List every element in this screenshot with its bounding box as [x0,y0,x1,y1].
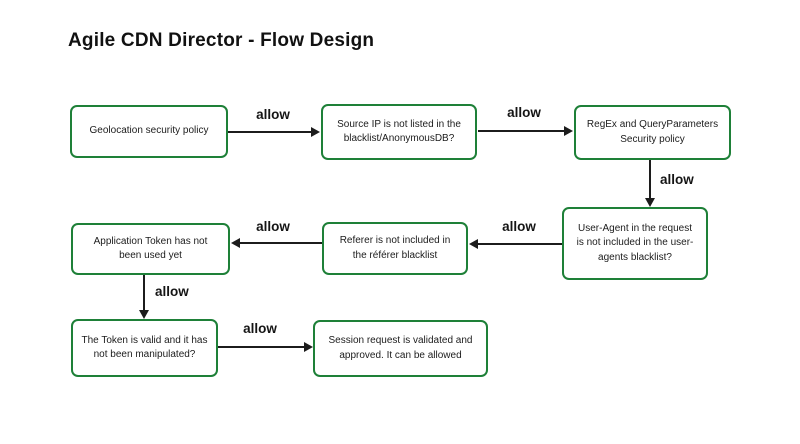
edge-label-allow: allow [256,219,290,234]
node-app-token-check: Application Token has not been used yet [71,223,230,275]
node-label-line: blacklist/AnonymousDB? [343,133,455,144]
flow-arrow-line [218,346,304,348]
edge-label-allow: allow [155,284,189,299]
node-label-line: Referer is not included in [339,235,451,246]
edge-label-allow: allow [243,321,277,336]
node-label-line: Application Token has not [93,235,208,247]
flow-arrow-line [649,160,651,199]
flow-arrow-line [478,243,562,245]
arrowhead-right-icon [304,342,313,352]
flow-arrow-line [478,130,565,132]
edge-label-allow: allow [507,105,541,120]
diagram-title: Agile CDN Director - Flow Design [68,30,375,51]
node-label-line: not been manipulated? [93,349,196,360]
node-label-line: is not included in the user- [576,237,694,249]
node-label-line: User-Agent in the request [578,222,692,234]
node-regex-queryparams-policy: RegEx and QueryParameters Security polic… [574,105,731,160]
node-label-line: agents blacklist? [598,251,672,263]
arrowhead-left-icon [469,239,478,249]
node-token-valid-check: The Token is valid and it has not been m… [71,319,218,377]
node-referer-check: Referer is not included in the référer b… [322,222,468,275]
edge-label-allow: allow [502,219,536,234]
arrowhead-down-icon [645,198,655,207]
arrowhead-down-icon [139,310,149,319]
node-geolocation-policy: Geolocation security policy [70,105,228,158]
node-label-line: the référer blacklist [352,249,438,261]
flow-arrow-line [143,275,145,311]
flow-arrow-line [228,131,313,133]
flow-arrow-line [240,242,322,244]
edge-label-allow: allow [256,107,290,122]
node-label-line: been used yet [119,250,182,261]
node-user-agent-check: User-Agent in the request is not include… [562,207,708,280]
arrowhead-right-icon [311,127,320,137]
node-label-line: approved. It can be allowed [339,349,462,361]
edge-label-allow: allow [660,172,694,187]
node-label-line: Session request is validated and [328,335,473,346]
node-label-line: RegEx and QueryParameters [586,119,719,130]
node-label-line: Geolocation security policy [89,125,209,137]
node-label-line: Security policy [620,133,685,145]
node-session-approved: Session request is validated and approve… [313,320,488,377]
node-label-line: Source IP is not listed in the [337,118,461,130]
node-label-line: The Token is valid and it has [81,334,208,346]
arrowhead-right-icon [564,126,573,136]
node-source-ip-check: Source IP is not listed in the blacklist… [321,104,477,160]
arrowhead-left-icon [231,238,240,248]
